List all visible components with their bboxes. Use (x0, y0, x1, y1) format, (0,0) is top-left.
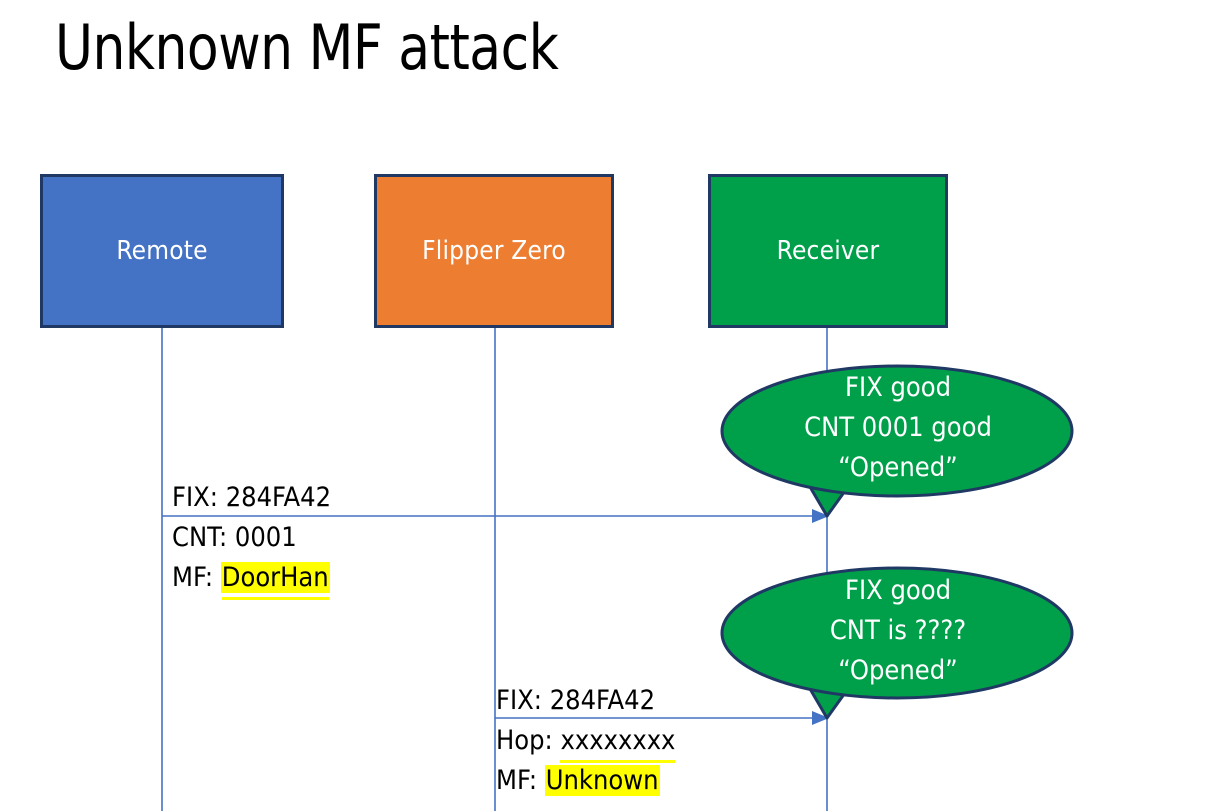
message-2-mf-label: MF: (496, 765, 538, 796)
message-2-fix-label: FIX: (496, 685, 542, 716)
actor-box-flipper[interactable]: Flipper Zero (374, 174, 614, 328)
message-2-hop-label: Hop: (496, 725, 553, 756)
message-2-hop-value: xxxxxxxx (560, 721, 675, 763)
message-arrow-1 (162, 509, 829, 523)
message-1-line-fix: FIX: 284FA42 (172, 478, 331, 518)
message-1-mf-label: MF: (172, 562, 214, 593)
message-arrow-2 (495, 711, 829, 725)
message-1-line-cnt: CNT: 0001 (172, 518, 331, 558)
actor-box-remote[interactable]: Remote (40, 174, 284, 328)
message-1-cnt-label: CNT: (172, 522, 228, 553)
message-1-labels: FIX: 284FA42 CNT: 0001 MF: DoorHan (172, 478, 331, 600)
message-2-line-mf: MF: Unknown (496, 761, 675, 801)
message-2-labels: FIX: 284FA42 Hop: xxxxxxxx MF: Unknown (496, 681, 675, 801)
actor-label-flipper: Flipper Zero (422, 236, 566, 266)
message-1-fix-label: FIX: (172, 482, 218, 513)
message-1-line-mf: MF: DoorHan (172, 558, 331, 600)
message-1-fix-value: 284FA42 (225, 482, 332, 513)
message-2-fix-value: 284FA42 (549, 685, 656, 716)
page-title: Unknown MF attack (55, 11, 559, 84)
message-1-mf-value: DoorHan (221, 558, 329, 600)
message-2-line-fix: FIX: 284FA42 (496, 681, 675, 721)
message-2-mf-value: Unknown (544, 765, 660, 796)
message-2-line-hop: Hop: xxxxxxxx (496, 721, 675, 763)
actor-label-remote: Remote (116, 236, 208, 266)
actor-box-receiver[interactable]: Receiver (708, 174, 948, 328)
callout-bubble-2 (720, 566, 1074, 720)
actor-label-receiver: Receiver (776, 236, 880, 266)
callout-bubble-1 (720, 364, 1074, 518)
message-1-cnt-value: 0001 (234, 522, 297, 553)
